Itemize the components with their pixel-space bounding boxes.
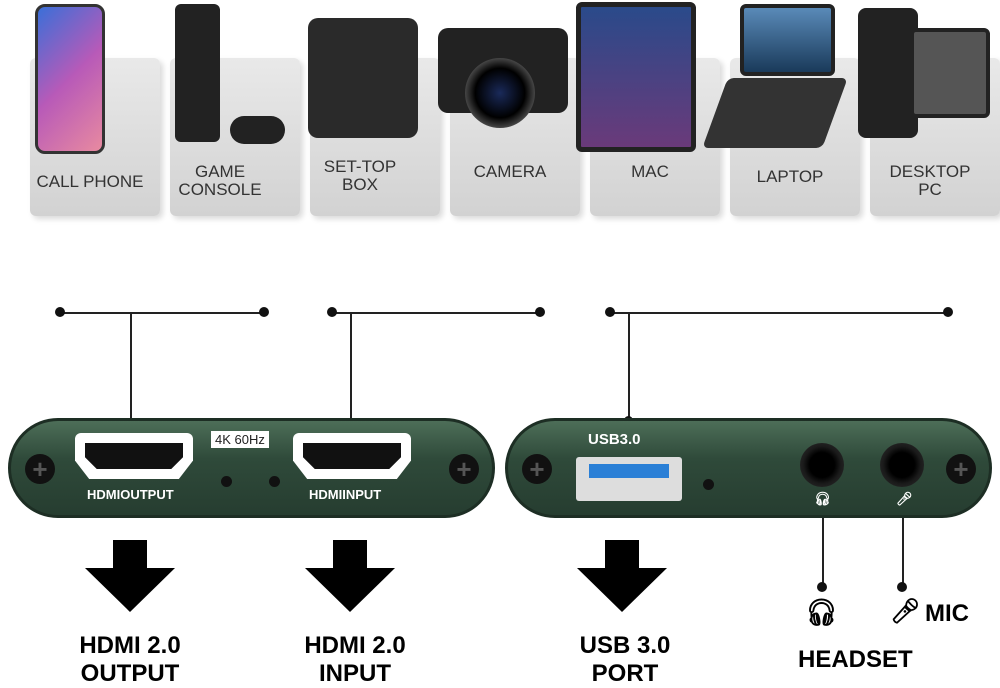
console-image	[175, 4, 220, 142]
device-card-camera: CAMERA	[430, 8, 580, 216]
usb-callout: USB 3.0 PORT	[579, 632, 671, 687]
headphone-icon: 🎧︎	[814, 491, 831, 506]
hdmi-output-label: HDMIOUTPUT	[87, 487, 174, 502]
device-card-settop: SET-TOP BOX	[290, 8, 440, 216]
device-card-laptop: LAPTOP	[702, 4, 860, 216]
hdmi-output-callout: HDMI 2.0 OUTPUT	[79, 632, 181, 687]
device-label: GAME CONSOLE	[178, 162, 262, 199]
mic-jack[interactable]	[880, 443, 924, 487]
device-label: CAMERA	[473, 162, 547, 181]
headset-jack[interactable]	[800, 443, 844, 487]
laptop-keyboard	[702, 78, 848, 148]
arrow-down-icon	[85, 540, 175, 612]
mic-callout: MIC	[925, 600, 969, 627]
led-indicator	[269, 476, 280, 487]
screw-icon: +	[946, 454, 976, 484]
monitor-image	[910, 28, 990, 118]
capture-card-back: + USB3.0 🎧︎ 🎤︎ +	[505, 418, 992, 518]
hdmi-input-label: HDMIINPUT	[309, 487, 382, 502]
hdmi-input-port[interactable]	[293, 433, 411, 479]
device-card-console: GAME CONSOLE	[150, 4, 300, 216]
phone-image	[35, 4, 105, 154]
device-label: MAC	[631, 162, 669, 181]
hdmi-output-port[interactable]	[75, 433, 193, 479]
gamepad-image	[230, 116, 285, 144]
led-indicator	[703, 479, 714, 490]
arrow-down-icon	[577, 540, 667, 612]
settop-image	[308, 18, 418, 138]
screw-icon: +	[449, 454, 479, 484]
headphone-icon: 🎧︎	[805, 597, 839, 627]
tower-image	[858, 8, 918, 138]
device-label: SET-TOP BOX	[323, 157, 397, 194]
device-label: DESKTOP PC	[889, 162, 971, 199]
usb-port[interactable]	[576, 457, 682, 501]
device-label: LAPTOP	[756, 167, 824, 186]
lens-image	[465, 58, 535, 128]
hdmi-input-callout: HDMI 2.0 INPUT	[304, 632, 406, 687]
mic-icon: 🎤︎	[896, 491, 913, 506]
laptop-screen	[740, 4, 835, 76]
device-card-mac: MAC	[570, 2, 720, 216]
usb-label: USB3.0	[588, 431, 641, 448]
device-card-phone: CALL PHONE	[10, 4, 160, 216]
resolution-badge: 4K 60Hz	[211, 431, 269, 448]
capture-card-front: + HDMIOUTPUT 4K 60Hz HDMIINPUT +	[8, 418, 495, 518]
screw-icon: +	[25, 454, 55, 484]
device-card-desktop: DESKTOP PC	[850, 8, 1000, 216]
screw-icon: +	[522, 454, 552, 484]
led-indicator	[221, 476, 232, 487]
mic-icon: 🎤︎	[890, 598, 921, 625]
tablet-image	[576, 2, 696, 152]
arrow-down-icon	[305, 540, 395, 612]
headset-callout: HEADSET	[798, 646, 913, 673]
device-label: CALL PHONE	[36, 172, 144, 191]
